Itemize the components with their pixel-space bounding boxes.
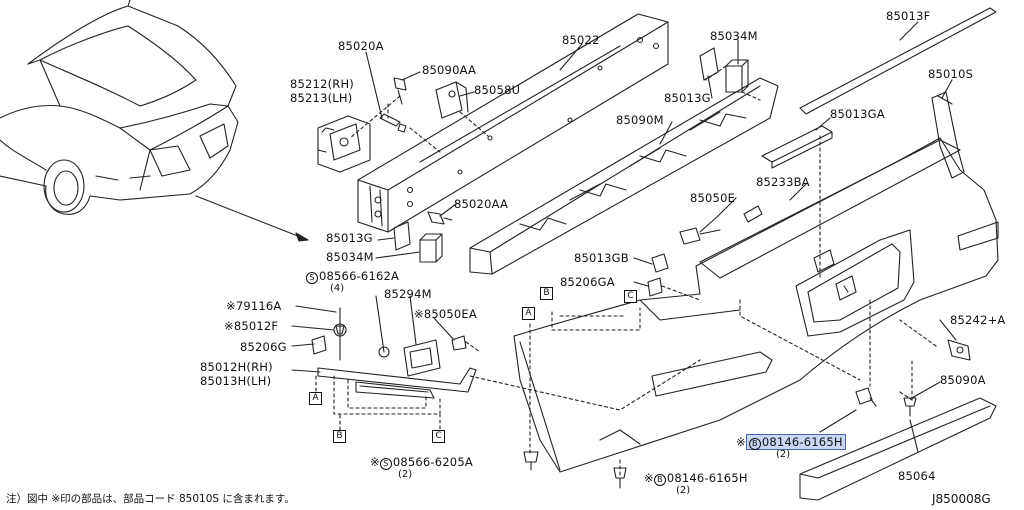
bolt-08566-6205A [523,451,539,471]
label-85090M: 85090M [616,113,664,127]
ref-box-b: B [333,430,346,443]
qty-08146-b: (2) [676,485,691,496]
bolt-85090A [903,397,917,417]
strip-85013F [799,7,997,115]
pad-85013G-top [699,47,719,81]
b-code-marker: B [748,438,761,450]
pad-85034M-top [725,65,743,93]
qty-08146-a: (2) [776,449,791,460]
s-code-marker: S [306,272,318,284]
label-85050EA: ※85050EA [414,307,477,321]
label-85206G: 85206G [240,340,287,354]
clip-85058U [435,81,469,119]
label-85213: 85213(LH) [290,91,353,105]
plate-85064 [799,397,997,501]
label-85013G-top: 85013G [664,91,711,105]
qty-08566-6162A: (4) [330,283,345,294]
label-85064: 85064 [898,469,936,483]
label-85013G-left: 85013G [326,231,373,245]
clip-85050EA [451,335,467,351]
label-85058U: 85058U [474,83,521,97]
label-85013GB: 85013GB [574,251,629,265]
drawing-code: J850008G [932,492,991,506]
label-85090AA: 85090AA [422,63,477,77]
bolt-85020A [379,113,407,133]
label-85013H: 85013H(LH) [200,374,272,388]
label-85034M-top: 85034M [710,29,758,43]
ref-box-a: A [309,392,322,405]
pointer-arrowhead [295,232,309,242]
bracket-85212 [317,115,371,173]
bolt-08146-6165H-lower [613,467,627,489]
label-85010S: 85010S [928,67,974,81]
ref-box-c-upper: C [624,290,637,303]
ref-box-a-upper: A [522,307,535,320]
pad-85013GA [761,125,833,163]
label-85013F: 85013F [886,9,931,23]
clip-85206GA [647,277,663,297]
pad-85013G-left [393,221,411,251]
pad-85013GB [651,253,669,273]
label-85242A: 85242+A [950,313,1006,327]
label-85012F: ※85012F [224,319,279,333]
clip-85206G [311,335,327,355]
label-85206GA: 85206GA [560,275,615,289]
bolt-85020AA [427,211,453,225]
qty-08566-6205A: (2) [398,469,413,480]
label-85020A: 85020A [338,39,384,53]
label-85212: 85212(RH) [290,77,354,91]
s-code-marker: S [379,458,392,470]
car-silhouette [0,0,239,215]
clip-85050E [679,227,721,245]
clip-85233BA [743,205,763,223]
bolt-08566-6162A [378,346,390,358]
bolt-85090AA [393,77,407,105]
bracket-85012H [317,367,477,399]
ref-box-c: C [432,430,445,443]
label-leaders [291,21,957,453]
pad-85034M-left [419,239,437,263]
label-85294M: 85294M [384,287,432,301]
label-85013GA: 85013GA [830,107,885,121]
label-85233BA: 85233BA [756,175,810,189]
label-85034M-left: 85034M [326,250,374,264]
footnote: 注）図中 ※印の部品は、部品コード 85010S に含まれます。 [6,493,295,505]
clip-85242A [947,339,971,361]
dashed-leaders [315,135,937,479]
label-85090A: 85090A [940,373,986,387]
bolt-08146-6165H-right [855,387,877,407]
reinforcement-85022 [357,13,669,233]
label-85020AA: 85020AA [454,197,509,211]
bumper-fascia-85010S [513,91,999,473]
pointer-arrow [195,195,309,241]
b-code-marker: B [653,474,666,486]
label-85022: 85022 [562,33,600,47]
label-85012H: 85012H(RH) [200,360,273,374]
grommet-85294M [403,339,441,377]
absorber-85090M [469,77,779,275]
label-85050E: 85050E [690,191,736,205]
ref-box-b-upper: B [540,287,553,300]
label-79116A: ※79116A [226,299,282,313]
